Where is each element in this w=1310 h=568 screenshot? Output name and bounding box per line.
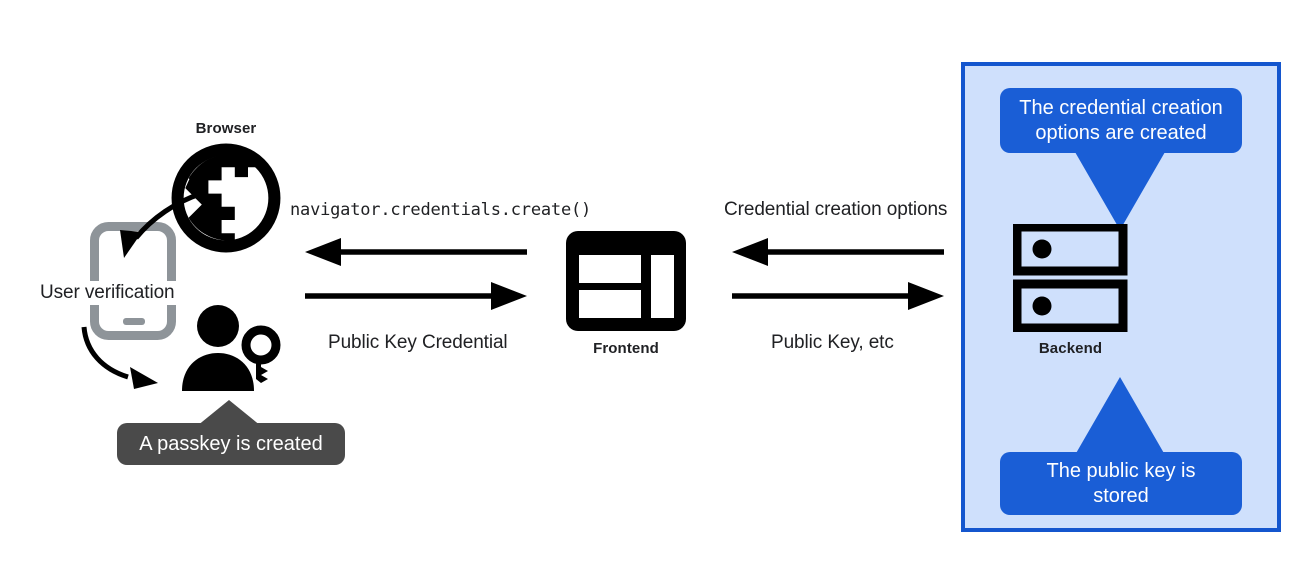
arrow-frontend-to-browser <box>305 238 527 266</box>
callout-credential-options-created: The credential creation options are crea… <box>1000 88 1242 153</box>
server-rack-icon <box>1012 222 1128 333</box>
globe-icon <box>171 143 281 253</box>
callout-passkey-created: A passkey is created <box>117 423 345 465</box>
arrow-backend-to-frontend <box>732 238 944 266</box>
callout-public-key-stored: The public key is stored <box>1000 452 1242 515</box>
arrow-frontend-to-backend <box>732 282 944 310</box>
callout-pointer-up-icon <box>1075 377 1165 455</box>
arrow-device-to-user <box>78 325 188 400</box>
tooltip-pointer-up-icon <box>197 400 261 426</box>
arrow-browser-to-device <box>96 188 206 283</box>
layout-window-icon <box>566 231 686 331</box>
message-label-credential-creation-options: Credential creation options <box>724 199 948 220</box>
backend-label: Backend <box>1038 340 1103 357</box>
user-verification-label: User verification <box>38 281 177 305</box>
browser-label: Browser <box>195 120 257 137</box>
callout-line-2: stored <box>1093 484 1149 507</box>
callout-line-1: The public key is <box>1046 459 1196 482</box>
callout-pointer-down-icon <box>1075 152 1165 230</box>
message-label-public-key-etc: Public Key, etc <box>771 332 894 353</box>
arrow-browser-to-frontend <box>305 282 527 310</box>
callout-line-1: The credential creation <box>1019 96 1223 119</box>
message-label-public-key-credential: Public Key Credential <box>328 332 508 353</box>
user-with-key-icon <box>178 305 286 391</box>
frontend-label: Frontend <box>593 340 659 357</box>
callout-line-2: options are created <box>1035 121 1207 144</box>
message-label-navigator-credentials-create: navigator.credentials.create() <box>290 200 592 220</box>
